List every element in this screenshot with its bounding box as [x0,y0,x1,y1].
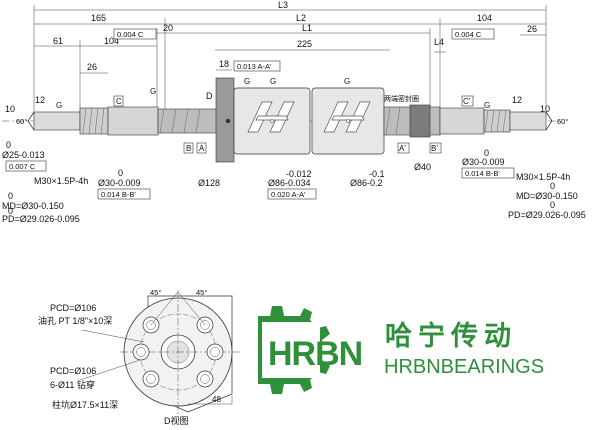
svg-text:0.020 A-A': 0.020 A-A' [271,190,306,199]
svg-text:0.004 C: 0.004 C [117,30,144,39]
svg-text:G: G [150,87,156,96]
svg-text:G: G [484,101,490,110]
datum-b-right: B' [429,142,442,154]
svg-text:Ø128: Ø128 [198,178,220,188]
svg-text:Ø30-0.009: Ø30-0.009 [462,157,505,167]
svg-text:0: 0 [8,206,13,216]
tol-frame-right: 0.004 C [451,28,495,40]
tol-frame-left: 0.004 C [113,28,157,40]
svg-text:G: G [344,77,350,86]
mid-specs: Ø128 -0.012 Ø86-0.034 0.020 A-A' -0.1 Ø8… [198,162,431,200]
angle-45-a: 45° [150,288,161,297]
dim-l2: L2 [296,13,306,23]
left-specs: 0 Ø25-0.013 0.007 C M30×1.5P-4h 0 MD=Ø30… [2,140,151,224]
svg-text:Ø86-0.034: Ø86-0.034 [268,178,311,188]
hrbn-logo: HRBN 哈宁传动 HRBNBEARINGS [258,306,544,394]
dim-18: 18 [219,59,229,69]
logo-en-name: HRBNBEARINGS [384,356,544,378]
svg-text:0: 0 [118,168,123,178]
svg-text:A': A' [399,144,406,153]
logo-mark: HRBN [268,335,362,373]
svg-text:0.014 B-B': 0.014 B-B' [465,169,500,178]
holes-label: 6-Ø11 钻穿 [50,379,95,390]
dim-61: 61 [53,36,63,46]
svg-text:Ø25-0.013: Ø25-0.013 [2,150,45,160]
dim-104-right: 104 [477,13,492,23]
svg-text:Ø40: Ø40 [414,162,431,172]
svg-text:Ø86-0.2: Ø86-0.2 [350,178,383,188]
gear-icon [258,306,330,394]
dim-20: 20 [163,23,173,33]
datum-c-right: C' [461,95,474,107]
dim-10-right: 10 [540,104,550,114]
dim-26-left: 26 [87,62,97,72]
dim-12-left: 12 [35,95,45,105]
svg-text:B': B' [431,144,438,153]
angle-60-left: 60° [16,117,27,126]
svg-text:0: 0 [484,148,489,158]
angle-60-right: 60° [557,117,568,126]
datum-a-right: A' [397,142,410,154]
datum-c-left: C [113,95,124,107]
datum-b-left: B [183,142,194,154]
dim-l3: L3 [278,0,288,10]
svg-text:0.013 A-A': 0.013 A-A' [237,62,272,71]
dim-225: 225 [297,39,312,49]
dim-26-right: 26 [527,24,537,34]
svg-text:MD=Ø30-0.150: MD=Ø30-0.150 [2,201,64,211]
dimension-lines [33,5,547,116]
d-view-caption: D视图 [164,415,189,426]
svg-text:PD=Ø29.026-0.095: PD=Ø29.026-0.095 [2,214,80,224]
datum-a-left: A [196,142,207,154]
dim-l1: L1 [302,23,312,33]
dim-12-right: 12 [512,95,522,105]
dim-l4: L4 [434,37,444,47]
svg-text:0: 0 [550,181,555,191]
dim-165: 165 [91,13,106,23]
svg-text:C': C' [463,97,471,106]
pcd-label-1: PCD=Ø106 [50,303,96,313]
svg-text:G: G [244,77,250,86]
svg-text:0.004 C: 0.004 C [455,30,482,39]
svg-text:M30×1.5P-4h: M30×1.5P-4h [516,172,570,182]
svg-text:G: G [56,101,62,110]
svg-text:0: 0 [8,191,13,201]
svg-text:PD=Ø29.026-0.095: PD=Ø29.026-0.095 [508,210,586,220]
svg-text:MD=Ø30-0.150: MD=Ø30-0.150 [516,191,578,201]
view-marker-d: D [206,91,213,101]
svg-text:0: 0 [550,200,555,210]
svg-text:C: C [116,97,122,106]
svg-text:0.014 B-B': 0.014 B-B' [101,190,136,199]
dim-10-left: 10 [5,104,15,114]
svg-text:-0.012: -0.012 [286,169,312,179]
counterbore-label: 柱坑Ø17.5×11深 [52,399,118,410]
logo-cn-name: 哈宁传动 [385,320,517,352]
angle-45-b: 45° [196,288,207,297]
tol-frame-mid: 0.013 A-A' [233,60,281,72]
ball-screw-shaft [27,77,553,163]
seal-note: 两端密封圈 [384,94,419,103]
svg-text:A: A [199,144,205,153]
svg-text:0.007 C: 0.007 C [9,162,36,171]
svg-text:G: G [270,77,276,86]
oil-hole-label: 油孔 PT 1/8"×10深 [38,315,112,326]
right-specs: 0 Ø30-0.009 0.014 B-B' M30×1.5P-4h 0 MD=… [461,148,586,220]
svg-text:Ø30-0.009: Ø30-0.009 [98,178,141,188]
svg-text:M30×1.5P-4h: M30×1.5P-4h [34,176,88,186]
pcd-label-2: PCD=Ø106 [50,366,96,376]
dim-48: 48 [212,395,221,404]
dim-104-left: 104 [104,36,119,46]
svg-text:B: B [186,144,191,153]
roughness-marks: G G G G G G [56,77,490,110]
svg-text:0: 0 [6,140,11,150]
flange-d-view [79,290,240,414]
svg-text:-0.1: -0.1 [369,169,385,179]
